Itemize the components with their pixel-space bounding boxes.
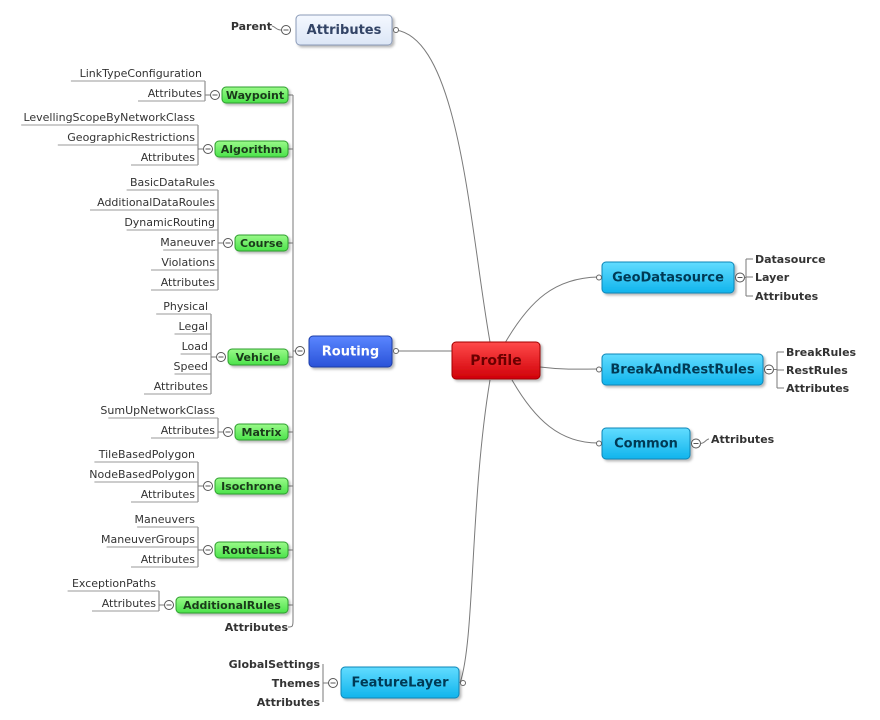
leaf-legal: Legal: [179, 320, 208, 333]
leaf-datasource: Datasource: [755, 253, 826, 266]
branch-geodatasource-label: GeoDatasource: [612, 271, 724, 286]
group-course: [234, 234, 289, 252]
connector-root-attributes: [395, 29, 491, 343]
leaf-maneuver: Maneuver: [160, 236, 215, 249]
leaf-attributes: Attributes: [711, 433, 775, 446]
leaf-attributes: Attributes: [141, 151, 196, 164]
leaf-violations: Violations: [161, 256, 215, 269]
leaf-nodebasedpolygon: NodeBasedPolygon: [89, 468, 195, 481]
leaf-tilebasedpolygon: TileBasedPolygon: [98, 448, 195, 461]
group-course-label: Course: [240, 237, 283, 250]
leaf-attributes: Attributes: [257, 696, 321, 709]
leaf-maneuvergroups: ManeuverGroups: [101, 533, 195, 546]
branch-link-2: [700, 438, 710, 444]
leaf-attributes: Attributes: [755, 290, 819, 303]
featurelayer-node-handle: [460, 680, 466, 686]
branch-common-label: Common: [614, 437, 678, 452]
leaf-themes: Themes: [272, 677, 321, 690]
group-vehicle: [227, 348, 289, 366]
leaf-basicdatarules: BasicDataRules: [130, 176, 215, 189]
leaf-speed: Speed: [174, 360, 208, 373]
leaf-maneuvers: Maneuvers: [135, 513, 196, 526]
routing-trunk-tail: [287, 620, 294, 628]
root-node-profile-label: Profile: [470, 353, 521, 369]
routing-node-handle: [393, 348, 399, 354]
leaf-attributes: Attributes: [141, 488, 196, 501]
branch-handle-0: [596, 274, 602, 281]
leaf-attributes: Attributes: [161, 276, 216, 289]
leaf-attributes: Attributes: [154, 380, 209, 393]
leaf-attributes: Attributes: [102, 597, 157, 610]
leaf-globalsettings: GlobalSettings: [229, 658, 321, 671]
group-waypoint-label: Waypoint: [226, 89, 284, 102]
featurelayer-node-label: FeatureLayer: [352, 676, 450, 691]
leaf-attributes: Attributes: [786, 382, 850, 395]
routing-attributes: Attributes: [225, 621, 289, 634]
connector-attributes-parent: [271, 25, 282, 31]
branch-handle-1: [596, 366, 602, 373]
group-algorithm-label: Algorithm: [221, 143, 282, 156]
group-algorithm: [214, 140, 289, 158]
group-routelist: [214, 541, 289, 559]
branch-bracket-0: [744, 259, 747, 296]
leaf-parent: Parent: [231, 20, 272, 33]
group-vehicle-label: Vehicle: [236, 351, 281, 364]
root-node-profile: [451, 341, 541, 380]
attributes-node: [295, 14, 393, 46]
featurelayer-children-bracket: [322, 664, 328, 702]
leaf-layer: Layer: [755, 271, 790, 284]
connector-root-breakandrest: [539, 366, 599, 370]
leaf-restrules: RestRules: [786, 364, 848, 377]
connector-root-featurelayer: [459, 379, 491, 684]
group-isochrone-label: Isochrone: [221, 480, 282, 493]
routing-node: [308, 335, 393, 368]
connector-root-common: [511, 379, 599, 444]
branch-breakandrestrules-label: BreakAndRestRules: [610, 363, 754, 378]
group-isochrone: [214, 477, 289, 495]
routing-node-label: Routing: [322, 345, 379, 360]
leaf-levellingscopebynetworkclass: LevellingScopeByNetworkClass: [23, 111, 195, 124]
attributes-node-handle: [393, 27, 399, 33]
leaf-exceptionpaths: ExceptionPaths: [72, 577, 156, 590]
connector-root-geodatasource: [504, 276, 599, 344]
leaf-breakrules: BreakRules: [786, 346, 857, 359]
branch-handle-2: [596, 440, 602, 447]
group-additionalrules-label: AdditionalRules: [183, 599, 281, 612]
leaf-physical: Physical: [163, 300, 208, 313]
leaf-additionaldataroules: AdditionalDataRoules: [97, 196, 215, 209]
group-matrix: [234, 423, 289, 441]
leaf-sumupnetworkclass: SumUpNetworkClass: [100, 404, 215, 417]
group-matrix-label: Matrix: [242, 426, 282, 439]
branch-bracket-1: [773, 352, 778, 388]
featurelayer-node: [340, 666, 460, 699]
group-waypoint: [221, 86, 289, 104]
leaf-load: Load: [182, 340, 208, 353]
leaf-dynamicrouting: DynamicRouting: [124, 216, 215, 229]
leaf-linktypeconfiguration: LinkTypeConfiguration: [80, 67, 202, 80]
leaf-attributes: Attributes: [161, 424, 216, 437]
attributes-node-label: Attributes: [307, 23, 382, 38]
leaf-geographicrestrictions: GeographicRestrictions: [67, 131, 195, 144]
leaf-attributes: Attributes: [148, 87, 203, 100]
leaf-attributes: Attributes: [141, 553, 196, 566]
group-additionalrules: [175, 596, 289, 614]
group-routelist-label: RouteList: [222, 544, 281, 557]
